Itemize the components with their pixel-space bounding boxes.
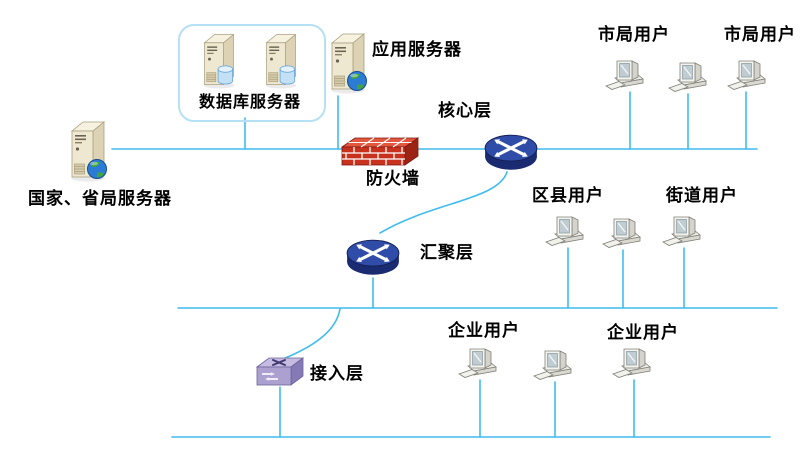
router-icon bbox=[482, 128, 540, 174]
backbone-to-switch-curve bbox=[282, 308, 341, 360]
enterprise-users-label: 企业用户 bbox=[448, 321, 520, 341]
switch-icon bbox=[256, 356, 304, 388]
computer-icon bbox=[532, 348, 574, 384]
app-server-label: 应用服务器 bbox=[372, 40, 462, 60]
database-group-label: 数据库服务器 bbox=[198, 92, 301, 111]
server-globe-icon bbox=[326, 30, 370, 94]
computer-icon bbox=[726, 58, 768, 94]
core-to-aggregation-curve bbox=[379, 171, 508, 234]
firewall-label: 防火墙 bbox=[366, 169, 420, 189]
national-server-label: 国家、省局服务器 bbox=[28, 189, 172, 209]
access-layer-label: 接入层 bbox=[310, 364, 364, 384]
core-layer-label: 核心层 bbox=[438, 101, 492, 121]
computer-icon bbox=[667, 60, 709, 96]
city-users-label: 市局用户 bbox=[598, 25, 670, 45]
computer-icon bbox=[601, 216, 643, 252]
firewall-icon bbox=[341, 136, 419, 168]
computer-icon bbox=[661, 214, 703, 250]
database-server-icon bbox=[261, 31, 301, 89]
computer-icon bbox=[611, 346, 653, 382]
server-globe-icon bbox=[66, 118, 110, 182]
computer-icon bbox=[604, 58, 646, 94]
database-group-box bbox=[178, 24, 326, 122]
city-users-label: 市局用户 bbox=[724, 25, 796, 45]
router-icon bbox=[344, 233, 402, 279]
database-server-icon bbox=[199, 31, 239, 89]
aggregation-layer-label: 汇聚层 bbox=[420, 243, 474, 263]
enterprise-users-label: 企业用户 bbox=[607, 323, 679, 343]
computer-icon bbox=[457, 346, 499, 382]
district-users-label: 区县用户 bbox=[532, 186, 604, 206]
computer-icon bbox=[544, 214, 586, 250]
street-users-label: 街道用户 bbox=[666, 186, 738, 206]
